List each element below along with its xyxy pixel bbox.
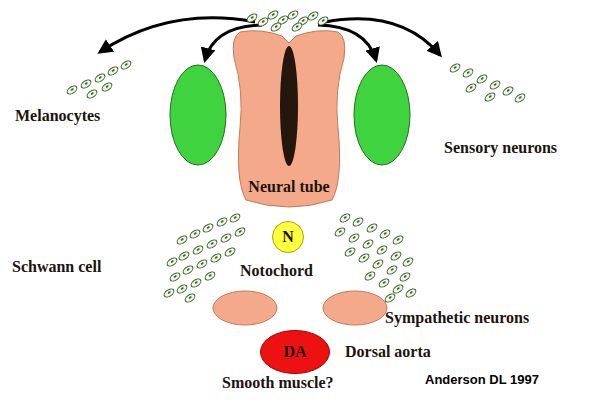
- structure-label: Dorsal aorta: [345, 343, 431, 361]
- drg-ganglion: [170, 65, 226, 165]
- aorta-disc: [261, 331, 330, 374]
- part-label: Melanocytes: [15, 107, 100, 125]
- structure-label: Notochord: [240, 262, 313, 280]
- drg-ganglion: [354, 65, 410, 165]
- part-label: Smooth muscle?: [222, 374, 334, 392]
- neural-tube: Neural tube: [230, 28, 348, 210]
- schwann-cells: [334, 212, 418, 304]
- structure-label: Neural tube: [230, 178, 348, 196]
- neural-canal: [280, 46, 298, 166]
- right-crest-cells: [449, 62, 527, 104]
- citation-note: Anderson DL 1997: [425, 371, 539, 389]
- part-label: Schwann cell: [12, 258, 101, 276]
- melanocyte-cells: [66, 59, 133, 100]
- part-label: Sensory neurons: [444, 139, 557, 157]
- dorsal-aorta-ellipse: DADorsal aorta: [260, 330, 330, 374]
- node-symbol: N: [272, 228, 304, 246]
- node-symbol: DA: [260, 343, 330, 361]
- neural-crest-cells: [246, 9, 330, 33]
- notochord-disc: [273, 222, 304, 253]
- sympathetic-ganglion: [213, 291, 277, 325]
- schwann-cells: [163, 212, 247, 304]
- part-label: Sympathetic neurons: [385, 309, 529, 327]
- sympathetic-ganglion: [323, 291, 387, 325]
- migration-arrow: [100, 18, 255, 52]
- notochord-circle: NNotochord: [272, 221, 304, 253]
